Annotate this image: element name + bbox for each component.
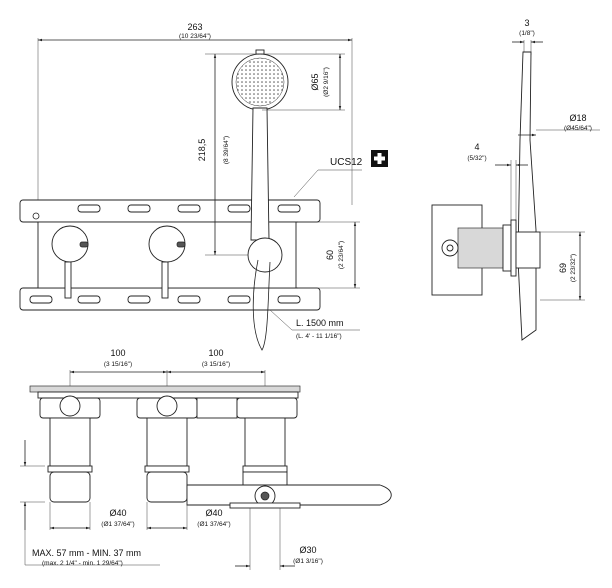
hose-length-mm: L. 1500 mm	[296, 318, 344, 328]
holder-diameter-inch: (Ø45/64")	[564, 125, 592, 132]
hose-length-inch: (L. 4' - 11 1/16")	[296, 333, 342, 340]
depth-range-mm: MAX. 57 mm - MIN. 37 mm	[32, 548, 141, 558]
head-diameter-inch: (Ø2 9/16")	[323, 67, 330, 97]
spacing-2-inch: (3 15/16")	[202, 361, 230, 368]
holder-height-inch: (2 23/32")	[570, 254, 577, 282]
width-inch: (10 23/64")	[179, 33, 211, 40]
top-depth-inch: (1/8")	[519, 30, 535, 37]
holder-diameter-mm: Ø18	[569, 113, 586, 123]
knob-1-diameter-inch: (Ø1 37/64")	[101, 521, 134, 528]
knob-2-diameter-mm: Ø40	[205, 508, 222, 518]
outlet-diameter-mm: Ø30	[299, 545, 316, 555]
knob-2-diameter-inch: (Ø1 37/64")	[197, 521, 230, 528]
spacing-1-mm: 100	[110, 348, 125, 358]
plate-height-mm: 60	[325, 250, 335, 260]
plate-depth-mm: 4	[474, 142, 479, 152]
spacing-1-inch: (3 15/16")	[104, 361, 132, 368]
shower-height-mm: 218,5	[197, 139, 207, 162]
wall-box	[431, 204, 541, 296]
hand-shower-side	[517, 51, 537, 341]
mounting-plate	[19, 199, 321, 311]
top-view: 100 (3 15/16") 100 (3 15/16")	[20, 348, 392, 570]
outlet-diameter-inch: (Ø1 3/16")	[293, 558, 323, 565]
knob-1-diameter-mm: Ø40	[109, 508, 126, 518]
depth-range-inch: (max. 2 1/4" - min. 1 29/64")	[42, 560, 123, 567]
valve-knob-left	[51, 225, 89, 299]
shower-height-inch: (8 39/64")	[223, 136, 230, 164]
holder-height-mm: 69	[558, 263, 568, 273]
valve-knob-right	[148, 225, 186, 299]
head-diameter-mm: Ø65	[310, 73, 320, 90]
hand-shower	[231, 49, 289, 351]
width-mm: 263	[187, 22, 202, 32]
hand-shower-top	[186, 484, 392, 506]
top-depth-mm: 3	[524, 18, 529, 28]
valve-body-left	[39, 395, 101, 503]
plate-depth-inch: (5/32")	[467, 155, 486, 162]
front-view: 263 (10 23/64")	[19, 22, 388, 351]
valve-body-middle	[136, 395, 238, 503]
spacing-2-mm: 100	[208, 348, 223, 358]
plus-icon	[371, 150, 388, 167]
badge-code: UCS12	[330, 157, 363, 168]
plate-height-inch: (2 23/64")	[338, 241, 345, 269]
side-view: 3 (1/8") Ø18 (Ø45/64") 4 (5/32") 69	[431, 18, 600, 341]
